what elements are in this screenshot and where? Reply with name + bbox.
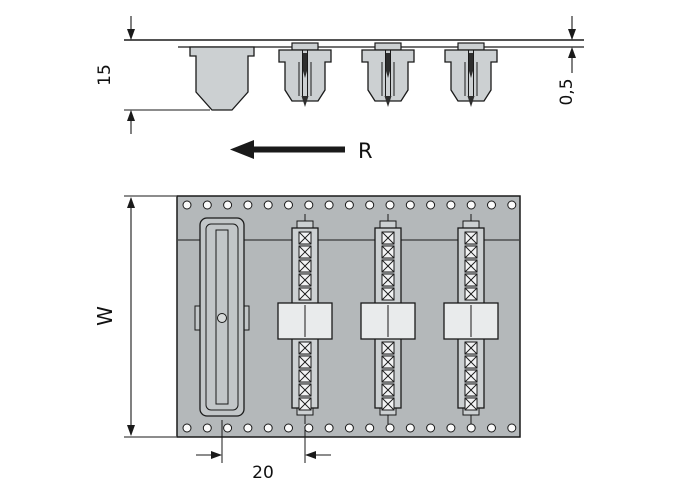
arrowhead-up-icon (127, 110, 135, 121)
sprocket-hole (223, 423, 233, 433)
dimension-height-15: 15 (95, 16, 210, 134)
center-hole (217, 313, 227, 323)
pin-tip (384, 96, 392, 107)
sprocket-hole (263, 423, 273, 433)
sprocket-hole (243, 423, 253, 433)
tape-clip (291, 42, 319, 51)
contact-pin (469, 53, 473, 78)
housing-slot (215, 229, 229, 405)
sprocket-hole (487, 200, 496, 210)
sprocket-hole (284, 200, 293, 210)
sprocket-hole (385, 200, 395, 210)
dim-15-label: 15 (95, 64, 115, 86)
direction-arrow-r: R (230, 139, 373, 163)
sprocket-hole (466, 200, 476, 210)
connector-plan-view (443, 214, 499, 424)
tape-clip (457, 42, 485, 51)
connector-side-view (278, 42, 332, 107)
sprocket-hole (344, 423, 354, 433)
dimension-thickness-05: 0,5 (557, 16, 577, 106)
sprocket-hole (284, 423, 293, 433)
sprocket-hole (405, 200, 415, 210)
arrowhead-down-icon (568, 29, 576, 40)
sprocket-hole (385, 423, 395, 433)
housing-plan-view (194, 217, 250, 417)
dimension-width-w: W (93, 195, 176, 438)
housing-inner-wall (205, 223, 239, 411)
arrowhead-left-icon (305, 451, 316, 459)
contact-pin (386, 53, 390, 78)
sprocket-hole (263, 200, 273, 210)
sprocket-hole (182, 200, 192, 210)
sprocket-hole (426, 200, 436, 210)
sprocket-hole (324, 200, 334, 210)
housing-side-view (189, 46, 255, 111)
direction-arrow-shaft (253, 146, 345, 153)
arrowhead-right-icon (211, 451, 222, 459)
sprocket-hole (446, 200, 456, 210)
sprocket-hole (182, 423, 192, 433)
dimension-pitch-20: 20 (196, 420, 331, 483)
arrowhead-up-icon (127, 197, 135, 208)
sprocket-hole (202, 200, 212, 210)
tape-clip (374, 42, 402, 51)
dim-20-label: 20 (252, 463, 274, 483)
connector-side-view (444, 42, 498, 107)
sprocket-hole (487, 423, 496, 433)
plan-view (176, 195, 521, 438)
pin-connectors-side (278, 42, 498, 107)
arrowhead-up-icon (568, 47, 576, 58)
sprocket-hole (426, 423, 436, 433)
sprocket-hole (304, 423, 314, 433)
direction-label: R (358, 139, 373, 163)
sprocket-hole (365, 423, 375, 433)
pin-connectors-plan (277, 214, 499, 424)
pin-tip (467, 96, 475, 107)
sprocket-hole (507, 423, 517, 433)
dim-05-label: 0,5 (557, 78, 577, 105)
sprocket-hole (243, 200, 253, 210)
sprocket-hole (202, 423, 212, 433)
sprocket-hole (304, 200, 314, 210)
sprocket-hole (405, 423, 415, 433)
connector-side-view (361, 42, 415, 107)
sprocket-hole (365, 200, 375, 210)
direction-arrowhead-icon (230, 140, 254, 159)
arrowhead-down-icon (127, 425, 135, 436)
contact-pin (303, 53, 307, 78)
connector-plan-view (277, 214, 333, 424)
sprocket-holes (182, 200, 517, 433)
side-view (124, 39, 584, 111)
dim-w-label: W (93, 306, 117, 326)
sprocket-hole (507, 200, 517, 210)
sprocket-hole (344, 200, 354, 210)
sprocket-hole (223, 200, 233, 210)
connector-plan-view (360, 214, 416, 424)
pin-tip (301, 96, 309, 107)
sprocket-hole (324, 423, 334, 433)
arrowhead-down-icon (127, 29, 135, 40)
sprocket-hole (466, 423, 476, 433)
sprocket-hole (446, 423, 456, 433)
